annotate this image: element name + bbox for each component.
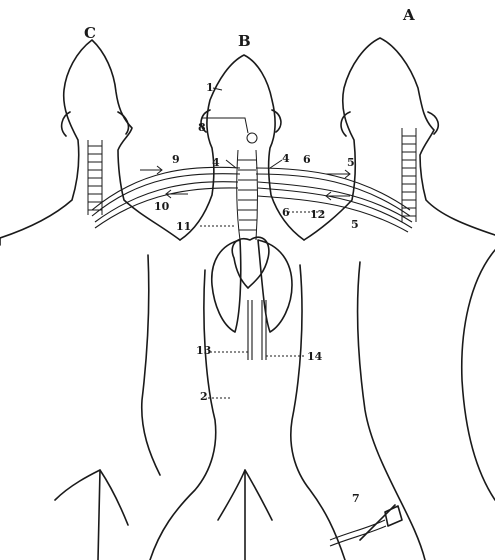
label-7: 7 [352, 492, 360, 505]
animal-c-body [0, 40, 180, 560]
label-1: 1 [206, 81, 214, 94]
label-5-top: 5 [347, 156, 355, 169]
cannulas-b-to-a [256, 168, 412, 232]
heart [232, 237, 269, 288]
catheter-7 [330, 506, 402, 546]
animal-label-c: C [84, 24, 96, 42]
animal-a-spine [402, 128, 416, 222]
animal-a-body [304, 38, 495, 560]
cannulas-b-to-c [92, 167, 240, 228]
label-6-top: 6 [303, 153, 311, 166]
label-2: 2 [200, 390, 208, 403]
label-11: 11 [176, 220, 191, 233]
animal-label-a: A [402, 6, 415, 24]
label-9: 9 [172, 153, 180, 166]
label-13: 13 [196, 344, 211, 357]
label-14: 14 [307, 350, 323, 363]
label-4-right: 4 [282, 152, 290, 165]
leader-lines [200, 88, 322, 398]
label-12: 12 [310, 208, 325, 221]
label-5-bottom: 5 [351, 218, 359, 231]
label-6-mid: 6 [282, 206, 290, 219]
trachea [237, 150, 258, 240]
label-10: 10 [154, 200, 170, 213]
label-4-left: 4 [212, 156, 220, 169]
label-8: 8 [198, 121, 206, 134]
animal-label-b: B [238, 32, 251, 50]
